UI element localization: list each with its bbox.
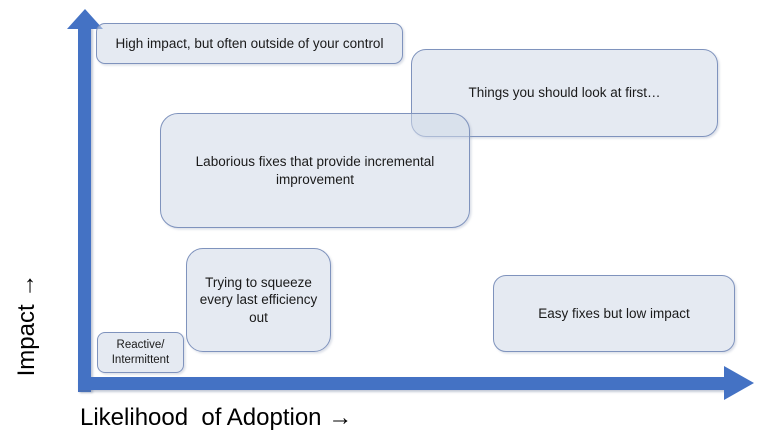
box-label: High impact, but often outside of your c… [115, 35, 384, 51]
box-label: Laborious fixes that provide incremental… [195, 153, 435, 187]
box-squeeze-efficiency: Trying to squeeze every last efficiency … [186, 248, 331, 352]
box-label: Trying to squeeze every last efficiency … [199, 274, 318, 325]
y-axis-line [78, 27, 91, 392]
x-axis-line [78, 377, 726, 390]
box-label: Reactive/ Intermittent [111, 339, 170, 366]
box-label: Easy fixes but low impact [538, 305, 690, 321]
box-label: Things you should look at first… [468, 85, 661, 101]
x-axis-label: Likelihood of Adoption → [80, 404, 353, 431]
y-axis-label: Impact → [13, 273, 40, 377]
box-easy-fixes-low-impact: Easy fixes but low impact [493, 275, 735, 352]
box-reactive-intermittent: Reactive/ Intermittent [97, 332, 184, 373]
box-laborious-fixes: Laborious fixes that provide incremental… [160, 113, 470, 228]
x-axis-arrowhead-icon [724, 366, 754, 400]
box-high-impact-outside-control: High impact, but often outside of your c… [96, 23, 403, 64]
